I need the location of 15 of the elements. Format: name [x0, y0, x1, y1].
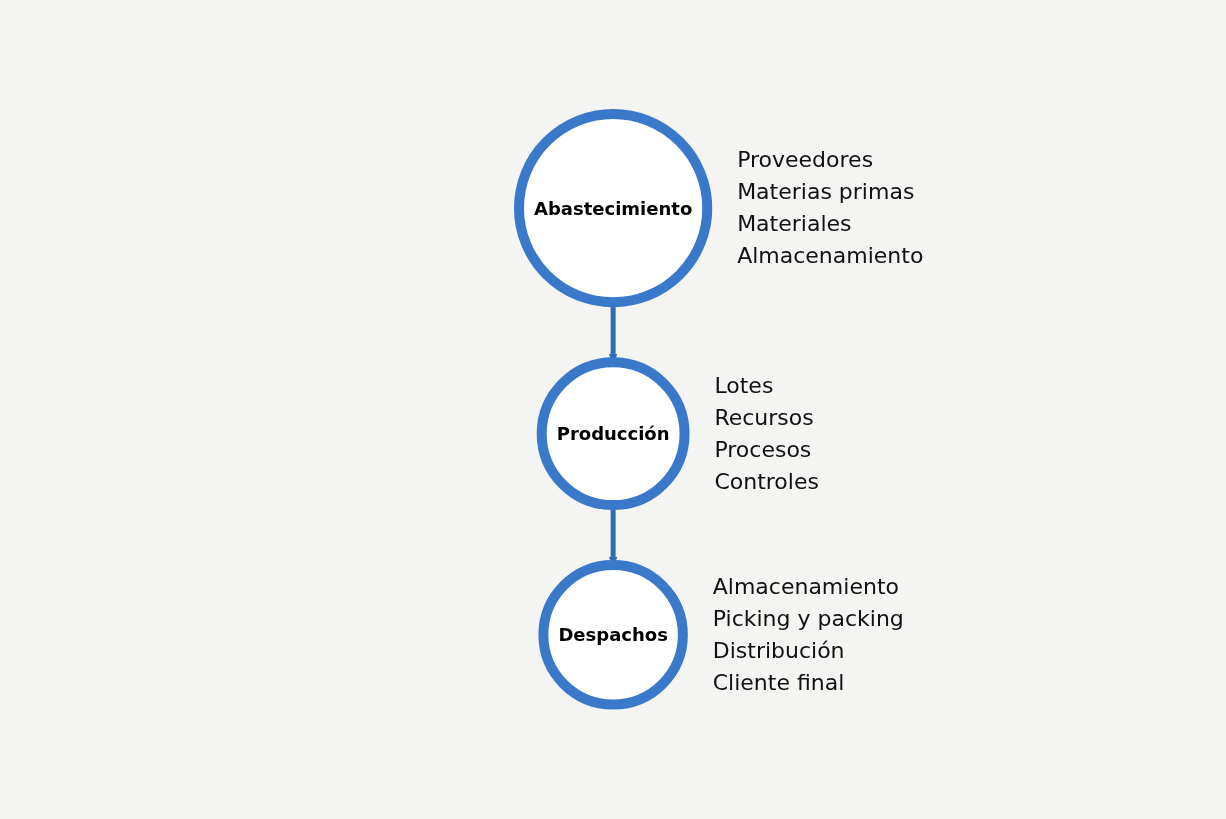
node-circle: Producción	[536, 357, 690, 511]
bullet-item: Procesos	[714, 435, 813, 464]
bullet-item: Picking y packing	[712, 604, 904, 633]
node-circle: Despachos	[538, 560, 688, 710]
bullet-item: Almacenamiento	[712, 573, 900, 602]
bullet-item: Distribución	[712, 636, 846, 665]
bullet-item: Proveedores	[737, 146, 875, 175]
node-circle: Abastecimiento	[513, 109, 713, 308]
bullet-item: Materias primas	[737, 178, 916, 207]
bullet-item: Lotes	[714, 371, 775, 400]
bullet-item: Almacenamiento	[737, 242, 924, 270]
bullet-item: Controles	[714, 467, 819, 496]
bullet-item: Recursos	[714, 403, 815, 432]
bullet-item: Cliente final	[712, 668, 846, 697]
bullet-item: Materiales	[737, 210, 853, 239]
